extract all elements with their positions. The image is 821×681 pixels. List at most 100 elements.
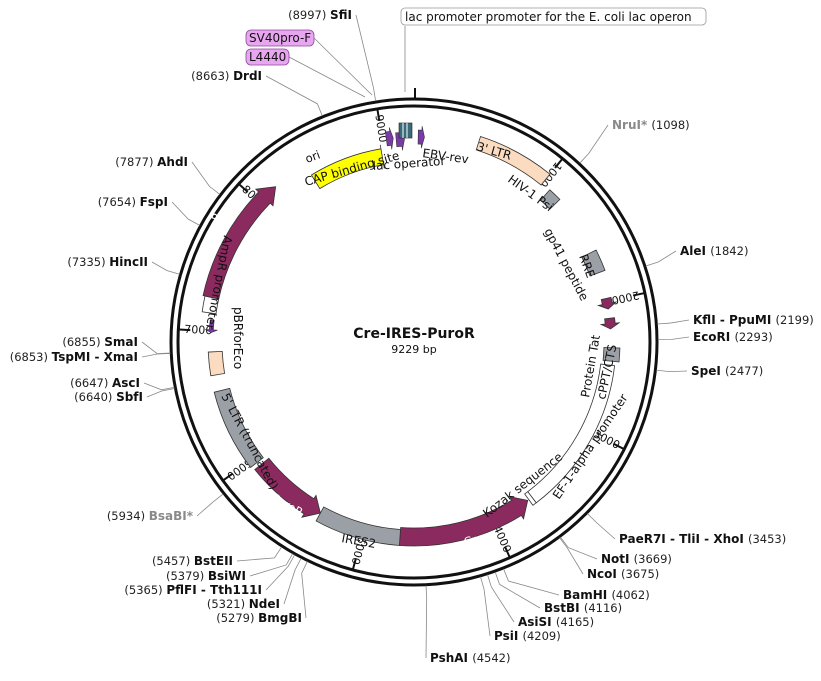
- gp41-feature[interactable]: [596, 296, 618, 310]
- site-spei[interactable]: SpeI (2477): [656, 364, 763, 378]
- site-label: EcoRI (2293): [693, 330, 773, 344]
- site-paer7i[interactable]: PaeR7I - TliI - XhoI (3453): [587, 513, 786, 546]
- site-bsiwi[interactable]: (5379) BsiWI: [166, 553, 294, 583]
- site-label: (5934) BsaBI*: [107, 509, 194, 523]
- l4440-leader: [288, 56, 366, 98]
- site-label: (8997) SfiI: [288, 8, 352, 22]
- sv40pro-callout[interactable]: [245, 29, 315, 47]
- wpre-feature[interactable]: [213, 387, 264, 469]
- tick-mark: [223, 472, 234, 481]
- features: [201, 122, 621, 547]
- map-title: Cre-IRES-PuroR: [353, 326, 475, 342]
- site-leader: [587, 513, 616, 540]
- tick-mark: [352, 558, 357, 570]
- site-bsteii[interactable]: (5457) BstEII: [152, 546, 282, 568]
- site-label: BamHI (4062): [563, 588, 650, 602]
- site-ncoi[interactable]: NcoI (3675): [559, 537, 660, 581]
- ori-feature[interactable]: [310, 144, 385, 190]
- site-bamhi[interactable]: BamHI (4062): [503, 568, 650, 602]
- site-pshai[interactable]: PshAI (4542): [425, 585, 510, 665]
- site-leader: [355, 14, 377, 102]
- site-leader: [503, 568, 560, 596]
- ires2-feature[interactable]: [315, 506, 401, 546]
- site-psi[interactable]: PsiI (4209): [480, 576, 561, 643]
- site-leader: [480, 576, 491, 637]
- site-hinc[interactable]: (7335) HincII: [67, 255, 180, 275]
- site-label: (5379) BsiWI: [166, 569, 246, 583]
- hiv1-psi-feature[interactable]: [539, 189, 561, 210]
- site-drd[interactable]: (8663) DrdI: [191, 69, 323, 117]
- cppt-feature[interactable]: [602, 347, 621, 363]
- site-leader: [141, 353, 171, 358]
- site-noti[interactable]: NotI (3669): [560, 536, 672, 566]
- site-nrui[interactable]: NruI* (1098): [579, 118, 690, 164]
- ltr3-label: 3' LTR: [475, 139, 513, 162]
- l4440-callout[interactable]: [245, 48, 290, 66]
- site-leader: [249, 553, 294, 577]
- site-label: (5457) BstEII: [152, 554, 233, 568]
- site-sma[interactable]: (6855) SmaI: [62, 335, 171, 355]
- site-leader: [657, 319, 690, 325]
- site-asc[interactable]: (6647) AscI: [70, 376, 175, 391]
- tick-mark: [238, 183, 249, 193]
- site-label: SpeI (2477): [691, 364, 763, 378]
- site-leader: [191, 161, 221, 195]
- site-alei[interactable]: AleI (1842): [645, 244, 749, 267]
- tick-mark: [554, 158, 563, 169]
- puror-feature[interactable]: [254, 457, 321, 518]
- site-leader: [487, 574, 515, 623]
- site-bmgbi[interactable]: (5279) BmgBI: [216, 561, 308, 625]
- site-sfi[interactable]: (8997) SfiI: [288, 8, 377, 102]
- ltr5-feature[interactable]: [207, 350, 226, 377]
- site-leader: [265, 75, 323, 117]
- site-label: NcoI (3675): [587, 567, 659, 581]
- site-label: AleI (1842): [680, 244, 748, 258]
- tick-mark: [376, 109, 381, 121]
- tick-mark: [179, 328, 191, 332]
- site-asisi[interactable]: AsiSI (4165): [487, 574, 595, 629]
- site-nde[interactable]: (5321) NdeI: [207, 558, 302, 611]
- site-label: BstBI (4116): [544, 601, 622, 615]
- pbrforeco-label: pBRforEco: [231, 307, 245, 369]
- protein-tat-feature[interactable]: [599, 317, 621, 330]
- restriction-sites: (8997) SfiI (8663) DrdI (7877) AhdI(7654) …: [10, 8, 814, 665]
- cre-feature[interactable]: [398, 496, 529, 547]
- site-label: (5365) PflFI - Tth111I: [124, 583, 262, 597]
- site-label: (5321) NdeI: [207, 597, 280, 611]
- tick-label: 7000: [184, 323, 213, 337]
- site-label: (5279) BmgBI: [216, 611, 302, 625]
- cre-label: Cre: [462, 531, 484, 549]
- lac-promoter-text: lac promoter promoter for the E. coli la…: [405, 10, 692, 24]
- sv40pro-primer-mark[interactable]: [385, 127, 394, 150]
- kozak-feature[interactable]: [524, 491, 537, 506]
- ltr3-feature[interactable]: [475, 136, 551, 186]
- tick-mark: [504, 546, 511, 558]
- site-label: PaeR7I - TliI - XhoI (3453): [619, 532, 786, 546]
- tick-label: 2000: [610, 288, 640, 307]
- site-sbf[interactable]: (6640) SbfI: [74, 388, 175, 404]
- site-kfli[interactable]: KflI - PpuMI (2199): [657, 313, 814, 327]
- ebv-rev-label: EBV-rev: [422, 146, 470, 166]
- site-fsp[interactable]: (7654) FspI: [98, 195, 200, 226]
- pbrforeco-primer[interactable]: [205, 319, 218, 333]
- site-bsabi[interactable]: (5934) BsaBI*: [107, 493, 224, 523]
- site-tspmi[interactable]: (6853) TspMI - XmaI: [10, 350, 171, 364]
- site-label: (7654) FspI: [98, 195, 168, 209]
- ebv-rev-primer-mark[interactable]: [417, 126, 425, 149]
- site-label: (8663) DrdI: [191, 69, 262, 83]
- site-leader: [645, 250, 677, 267]
- site-leader: [283, 558, 302, 605]
- rre-feature[interactable]: [581, 249, 606, 277]
- l4440-text: L4440: [249, 50, 286, 64]
- site-ecori[interactable]: EcoRI (2293): [657, 330, 773, 344]
- lac-promoter-callout[interactable]: [400, 7, 707, 26]
- sv40pro-text: SV40pro-F: [249, 31, 311, 45]
- lac-operator-feature[interactable]: [398, 122, 413, 139]
- ampr-feature[interactable]: [202, 186, 277, 300]
- site-leader: [171, 201, 200, 226]
- site-label: PsiI (4209): [494, 629, 561, 643]
- site-label: (7335) HincII: [67, 255, 148, 269]
- site-ahd[interactable]: (7877) AhdI: [115, 155, 221, 195]
- site-bstbi[interactable]: BstBI (4116): [494, 571, 622, 615]
- site-pflfi[interactable]: (5365) PflFI - Tth111I: [124, 554, 296, 597]
